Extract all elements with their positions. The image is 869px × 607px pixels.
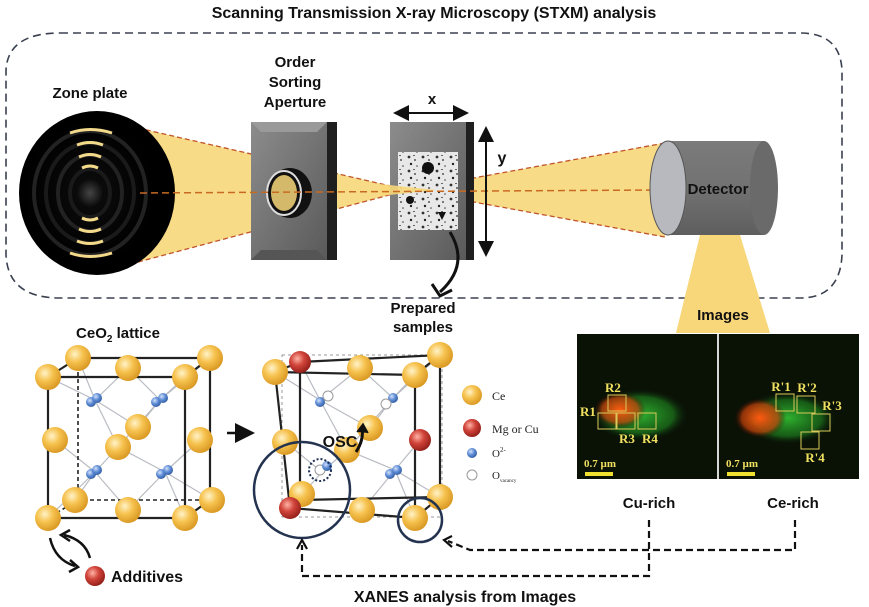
prepared-samples-arrowhead <box>430 283 453 298</box>
ce-rich-caption: Ce-rich <box>767 495 819 512</box>
roi-label: R'1 <box>771 379 791 394</box>
y-axis-label: y <box>498 150 507 167</box>
xanes-caption: XANES analysis from Images <box>354 589 576 606</box>
osc-arrowhead <box>356 422 369 434</box>
beam-focus <box>380 184 436 196</box>
scale-bar <box>585 472 613 476</box>
roi-label: R'2 <box>797 380 817 395</box>
legend-oxygen-label: O2- <box>492 446 506 460</box>
micrograph-cu-rich: R2 R1 R3 R4 0.7 µm <box>577 334 717 479</box>
legend-ce-label: Ce <box>492 389 505 403</box>
zone-plate-label: Zone plate <box>52 85 127 102</box>
images-cone <box>676 235 770 333</box>
osa-label-line2: Sorting <box>269 74 322 91</box>
ce-rich-region-circle <box>396 496 444 544</box>
roi-label: R3 <box>619 431 635 446</box>
legend-oxygen-icon <box>467 448 477 458</box>
cu-rich-caption: Cu-rich <box>623 495 676 512</box>
additives-label: Additives <box>111 569 183 586</box>
roi-label: R2 <box>605 380 621 395</box>
legend-additive-icon <box>463 419 481 437</box>
micrograph-ce-rich: R'1 R'2 R'3 R'4 0.7 µm <box>719 334 859 479</box>
images-label: Images <box>697 307 749 324</box>
order-sorting-aperture-icon <box>251 122 337 260</box>
connector-arrowhead-cu <box>296 537 308 550</box>
prepared-samples-arrow <box>438 231 460 294</box>
osc-label: OSC <box>323 434 358 451</box>
x-axis-label: x <box>428 91 437 108</box>
scale-bar <box>727 472 755 476</box>
prepared-samples-label-line1: Prepared <box>390 300 455 317</box>
xanes-connectors <box>300 520 797 578</box>
legend-vacancy-icon <box>466 469 478 481</box>
ceo2-lattice-title: CeO2 lattice <box>76 325 160 345</box>
prepared-samples-label-line2: samples <box>393 319 453 336</box>
vacancy-highlight <box>308 458 332 482</box>
osa-label-line1: Order <box>275 54 316 71</box>
roi-label: R'3 <box>822 398 842 413</box>
beam-axis <box>139 189 661 194</box>
additive-atom-icon <box>85 566 105 586</box>
swap-arrowhead-in <box>58 528 71 543</box>
swap-arrow-in <box>63 533 92 559</box>
scale-bar-label: 0.7 µm <box>584 458 616 470</box>
zone-plate-icon <box>19 111 175 275</box>
stxm-frame <box>5 32 843 299</box>
ceo2-lattice <box>35 345 225 531</box>
connector-arrowhead-ce <box>442 535 453 548</box>
scale-bar-label: 0.7 µm <box>726 458 758 470</box>
swap-arrow-out <box>48 537 76 568</box>
detector-icon <box>649 140 778 236</box>
legend-vacancy-label: Ovacancy <box>492 470 517 484</box>
roi-label: R'4 <box>805 450 825 465</box>
legend-ce-icon <box>462 385 482 405</box>
detector-label: Detector <box>688 181 749 198</box>
legend-additive-label: Mg or Cu <box>492 422 539 436</box>
atom-legend: Ce Mg or Cu O2- Ovacancy <box>462 385 539 484</box>
osa-label-line3: Aperture <box>264 94 327 111</box>
roi-label: R1 <box>580 404 596 419</box>
roi-label: R4 <box>642 431 658 446</box>
doped-lattice <box>262 342 453 531</box>
swap-arrowhead-out <box>68 559 81 574</box>
figure-title: Scanning Transmission X-ray Microscopy (… <box>212 5 657 22</box>
